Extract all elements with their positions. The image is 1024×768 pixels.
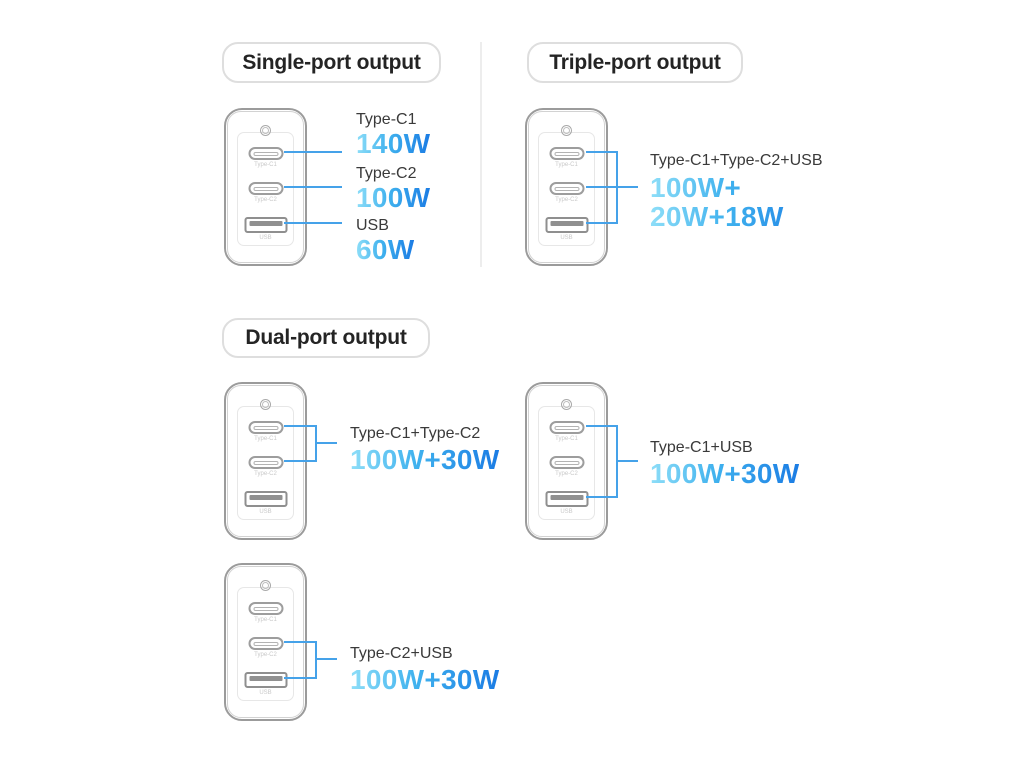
port-label: Type-C1 [555, 162, 578, 168]
callout-watts-line2: 20W+18W [650, 202, 823, 231]
callout-dual-c1usb: Type-C1+USB 100W+30W [650, 438, 799, 488]
callout-line [284, 425, 317, 427]
port-label: Type-C2 [555, 197, 578, 203]
type-c2-port-icon [549, 182, 584, 195]
callout-dual-c2usb: Type-C2+USB 100W+30W [350, 644, 499, 694]
callout-port-name: Type-C1+USB [650, 439, 753, 456]
port-label: Type-C1 [555, 436, 578, 442]
callout-line [586, 496, 618, 498]
callout-port-name: Type-C2 [356, 165, 417, 182]
callout-watts: 100W+30W [350, 444, 500, 475]
type-c1-port-icon [248, 421, 283, 434]
callout-single-usb: USB 60W [356, 216, 414, 264]
callout-line [586, 222, 618, 224]
port-label: USB [259, 690, 272, 696]
callout-port-name: Type-C1+Type-C2 [350, 425, 481, 442]
charger-dual-c1usb: Type-C1 Type-C2 USB [525, 382, 608, 540]
usb-a-port-icon [545, 491, 588, 507]
type-c1-port-icon [549, 421, 584, 434]
callout-line [284, 641, 317, 643]
triple-port-heading-label: Triple-port output [549, 50, 721, 74]
callout-port-name: Type-C1+Type-C2+USB [650, 152, 823, 169]
type-c2-port-icon [248, 456, 283, 469]
usb-a-port-icon [244, 217, 287, 233]
port-label: USB [259, 509, 272, 515]
port-label: Type-C2 [254, 652, 277, 658]
callout-line [284, 460, 317, 462]
dual-port-heading-label: Dual-port output [245, 326, 407, 349]
callout-line [586, 425, 618, 427]
port-label: Type-C1 [254, 436, 277, 442]
usb-a-port-icon [244, 672, 287, 688]
port-label: Type-C1 [254, 162, 277, 168]
callout-single-c2: Type-C2 100W [356, 164, 430, 212]
type-c1-port-icon [248, 147, 283, 160]
brand-logo-icon [259, 399, 271, 410]
port-label: Type-C2 [555, 471, 578, 477]
type-c2-port-icon [248, 637, 283, 650]
port-label: USB [560, 509, 573, 515]
usb-a-port-icon [545, 217, 588, 233]
section-divider [480, 42, 482, 267]
type-c2-port-icon [549, 456, 584, 469]
callout-line [586, 186, 618, 188]
callout-bracket [315, 641, 317, 679]
port-label: Type-C1 [254, 617, 277, 623]
triple-port-heading-pill: Triple-port output [527, 42, 743, 83]
callout-bracket [616, 151, 618, 224]
type-c1-port-icon [248, 602, 283, 615]
callout-line [317, 442, 337, 444]
callout-dual-c1c2: Type-C1+Type-C2 100W+30W [350, 424, 499, 474]
port-label: Type-C2 [254, 197, 277, 203]
callout-port-name: Type-C1 [356, 111, 417, 128]
port-label: Type-C2 [254, 471, 277, 477]
brand-logo-icon [560, 125, 572, 136]
callout-line [618, 460, 638, 462]
callout-port-name: Type-C2+USB [350, 645, 453, 662]
callout-line [284, 222, 342, 224]
single-port-heading-pill: Single-port output [222, 42, 441, 83]
callout-watts: 100W [356, 182, 431, 213]
brand-logo-icon [560, 399, 572, 410]
callout-watts-line1: 100W+ [650, 173, 823, 202]
dual-port-heading-pill: Dual-port output [222, 318, 430, 358]
callout-line [284, 151, 342, 153]
single-port-heading-label: Single-port output [242, 50, 421, 74]
callout-triple: Type-C1+Type-C2+USB 100W+ 20W+18W [650, 151, 823, 231]
port-label: USB [560, 235, 573, 241]
callout-watts: 100W+30W [350, 664, 500, 695]
callout-line [586, 151, 618, 153]
usb-a-port-icon [244, 491, 287, 507]
callout-watts: 60W [356, 234, 415, 265]
callout-port-name: USB [356, 217, 389, 234]
callout-single-c1: Type-C1 140W [356, 110, 430, 158]
brand-logo-icon [259, 125, 271, 136]
callout-line [618, 186, 638, 188]
callout-line [284, 186, 342, 188]
callout-bracket [616, 425, 618, 498]
charger-inner-outline [528, 385, 605, 537]
callout-bracket [315, 425, 317, 462]
port-label: USB [259, 235, 272, 241]
callout-line [284, 677, 317, 679]
type-c2-port-icon [248, 182, 283, 195]
type-c1-port-icon [549, 147, 584, 160]
brand-logo-icon [259, 580, 271, 591]
callout-watts: 100W+30W [650, 458, 800, 489]
callout-watts: 140W [356, 128, 431, 159]
callout-line [317, 658, 337, 660]
